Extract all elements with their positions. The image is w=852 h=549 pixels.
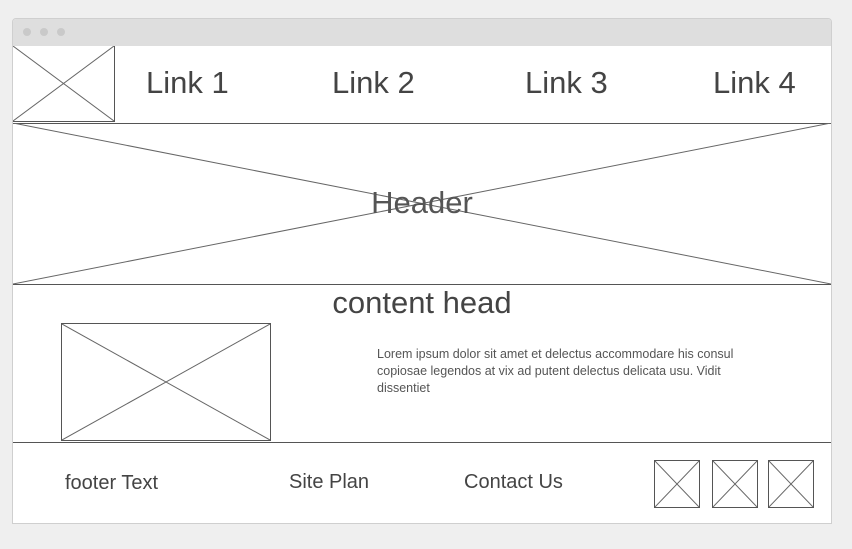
footer: footer Text Site Plan Contact Us — [13, 443, 831, 523]
window-dot-minimize[interactable] — [40, 28, 48, 36]
image-placeholder-icon — [13, 46, 114, 121]
image-placeholder-icon — [13, 123, 831, 284]
header-title: Header — [371, 185, 473, 220]
content-section: content head Lorem ipsum dolor sit amet … — [13, 284, 831, 443]
browser-window: Link 1 Link 2 Link 3 Link 4 Header conte… — [12, 18, 832, 524]
image-placeholder-icon — [62, 324, 270, 440]
footer-social-placeholder-3[interactable] — [768, 460, 814, 508]
window-dot-maximize[interactable] — [57, 28, 65, 36]
footer-site-plan-link[interactable]: Site Plan — [289, 471, 370, 493]
nav-link-4[interactable]: Link 4 — [713, 65, 796, 100]
footer-social-placeholder-1[interactable] — [654, 460, 700, 508]
image-placeholder-icon — [769, 461, 813, 507]
content-image-placeholder — [61, 323, 271, 441]
nav-link-3[interactable]: Link 3 — [525, 65, 608, 100]
content-heading: content head — [332, 285, 512, 320]
content-body-text: Lorem ipsum dolor sit amet et delectus a… — [377, 347, 734, 395]
image-placeholder-icon — [655, 461, 699, 507]
header-banner: Header — [13, 123, 831, 285]
footer-social-placeholder-2[interactable] — [712, 460, 758, 508]
window-dot-close[interactable] — [23, 28, 31, 36]
image-placeholder-icon — [713, 461, 757, 507]
nav-link-1[interactable]: Link 1 — [146, 65, 229, 100]
nav-link-2[interactable]: Link 2 — [332, 65, 415, 100]
navigation-bar: Link 1 Link 2 Link 3 Link 4 — [13, 46, 831, 124]
footer-text: footer Text — [65, 472, 159, 494]
window-titlebar — [13, 19, 831, 46]
footer-contact-link[interactable]: Contact Us — [464, 471, 563, 493]
logo-placeholder[interactable] — [13, 46, 115, 122]
